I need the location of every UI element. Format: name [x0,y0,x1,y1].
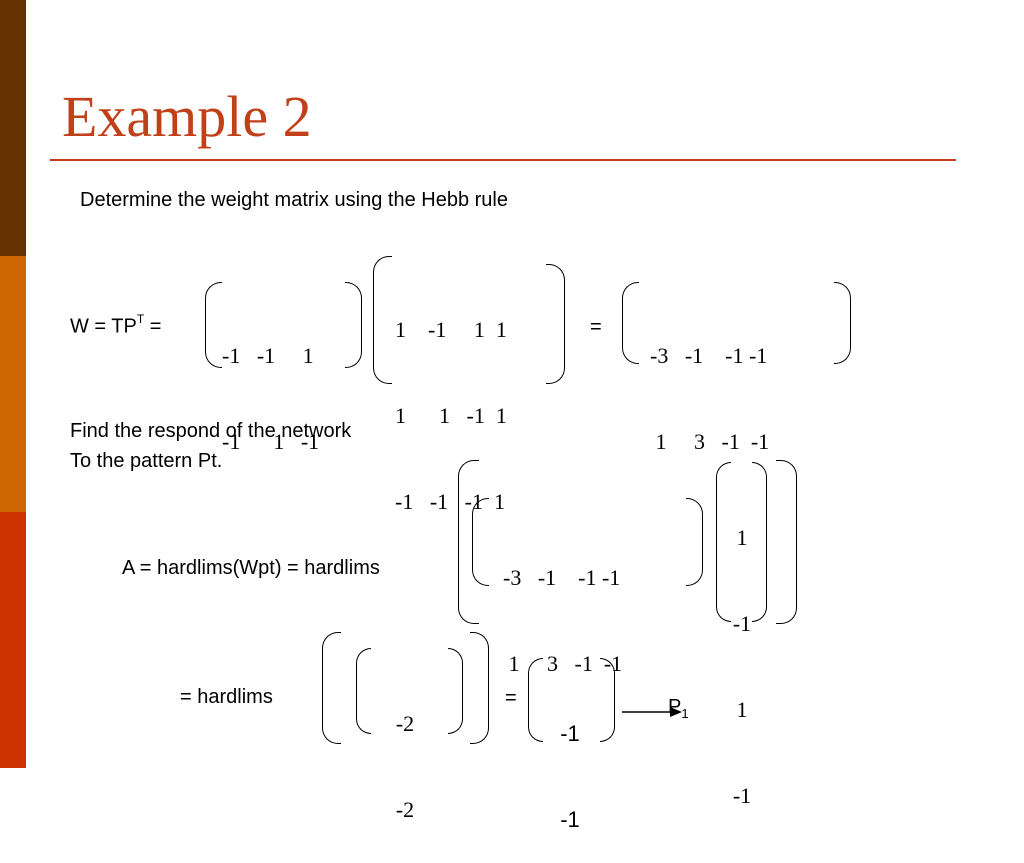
vector-wp: -2 -2 [380,655,430,853]
w-superscript: T [136,312,145,326]
matrix-t-left-bracket [205,282,222,368]
arrow-right-icon [622,707,682,717]
matrix-w2-right-bracket [686,498,703,586]
equals-sign: = [590,316,602,338]
p-letter: P [668,696,682,718]
vector-wp-right-bracket [448,648,463,734]
matrix-w-row: -3 -1 -1 -1 [650,343,768,368]
vector-wp-left-bracket [356,648,371,734]
side-stripe-dark [0,0,26,256]
matrix-t: -1 -1 1 -1 1 -1 [222,287,319,485]
result-entry: -1 [560,721,580,746]
matrix-t-right-bracket [345,282,362,368]
matrix-w2-left-bracket [472,498,489,586]
a-equation-label: A = hardlims(Wpt) = hardlims [122,557,380,579]
side-stripe-orange [0,256,26,512]
hardlims-right-bracket [776,460,797,624]
matrix-pt-row: 1 -1 1 1 [395,317,507,342]
vector-pt-entry: 1 [736,525,748,550]
vector-wp-entry: -2 [395,711,415,736]
matrix-pt-row: -1 -1 -1 1 [395,489,505,514]
result-left-bracket [528,658,543,742]
vector-pt: 1 -1 1 -1 [728,469,756,839]
vector-pt-entry: -1 [732,611,752,636]
weight-equation-label: W = TPT = [70,309,161,339]
w-equals: = [144,315,162,338]
matrix-t-row: -1 1 -1 [222,429,320,454]
matrix-pt-left-bracket [373,256,392,384]
matrix-w-row: 1 3 -1 -1 [650,429,770,454]
hardlims2-left-bracket [322,632,341,744]
matrix-pt: 1 -1 1 1 1 1 -1 1 -1 -1 -1 1 [395,261,507,545]
w-label: W = TP [70,315,137,338]
result-vector: -1 -1 [548,665,592,863]
equals-sign-2: = [505,687,517,709]
vector-pt-entry: 1 [736,697,748,722]
vector-pt-entry: -1 [732,783,752,808]
matrix-t-row: -1 -1 1 [222,343,314,368]
title-underline [50,159,956,161]
instruction-text: Determine the weight matrix using the He… [80,189,508,211]
matrix-w-left-bracket [622,282,639,364]
matrix-w2: -3 -1 -1 -1 1 3 -1 -1 [503,509,622,707]
side-stripe-red [0,512,26,768]
hardlims2-right-bracket [470,632,489,744]
slide-title: Example 2 [62,84,312,149]
matrix-w: -3 -1 -1 -1 1 3 -1 -1 [650,287,769,485]
result-right-bracket [600,658,615,742]
result-entry: -1 [560,807,580,832]
find-line-1: Find the respond of the network [70,420,352,442]
matrix-w-right-bracket [834,282,851,364]
find-line-2: To the pattern Pt. [70,450,223,472]
p-label: P1 [668,695,689,726]
vector-wp-entry: -2 [395,797,415,822]
matrix-pt-row: 1 1 -1 1 [395,403,507,428]
matrix-pt-right-bracket [546,264,565,384]
matrix-w2-row: -3 -1 -1 -1 [503,565,621,590]
p-subscript: 1 [681,706,689,721]
hardlims-label: = hardlims [180,686,273,708]
